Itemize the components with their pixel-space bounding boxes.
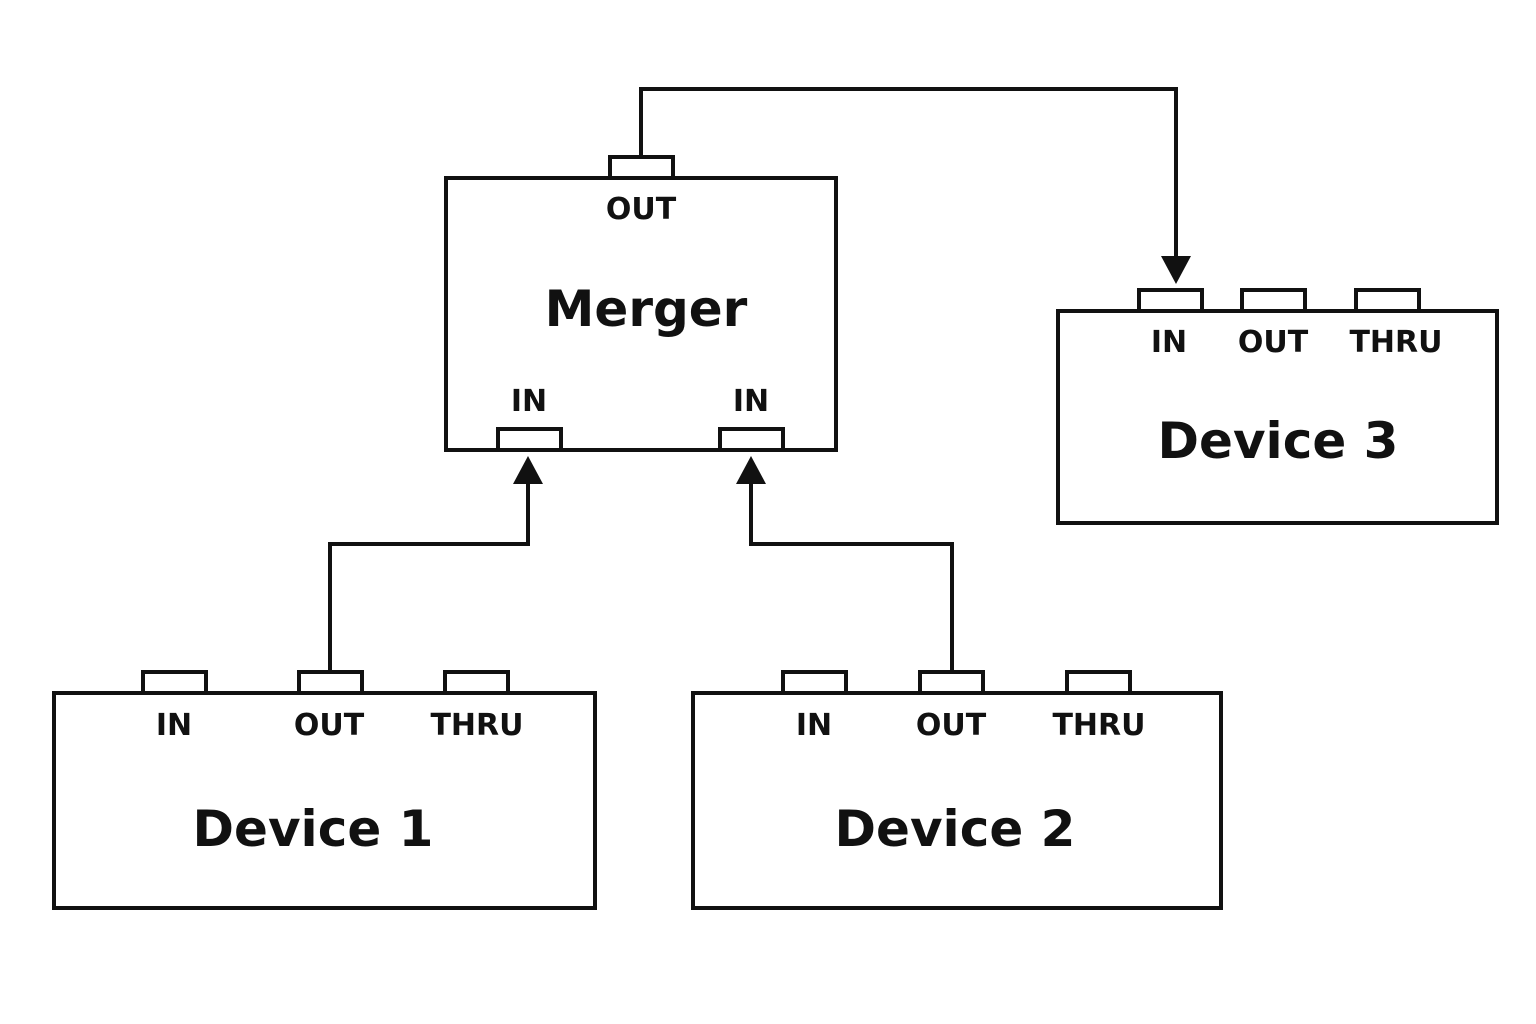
device3-body	[1056, 309, 1499, 525]
device3-out-jack	[1240, 288, 1307, 313]
device3-out-label: OUT	[1238, 325, 1309, 360]
device1-out-jack	[297, 670, 364, 695]
device2-out-jack	[918, 670, 985, 695]
device1-thru-jack	[443, 670, 510, 695]
device1-out-label: OUT	[294, 708, 365, 743]
merger-body	[444, 176, 838, 452]
device-1-box: IN OUT THRU Device 1	[52, 670, 597, 910]
device2-thru-label: THRU	[1052, 708, 1145, 743]
device1-body	[52, 691, 597, 910]
device-3-box: IN OUT THRU Device 3	[1056, 288, 1499, 525]
device-2-box: IN OUT THRU Device 2	[691, 670, 1223, 910]
wire-merger-out-to-device3-in	[639, 87, 1178, 258]
device3-thru-label: THRU	[1349, 325, 1442, 360]
merger-out-jack	[608, 155, 675, 180]
merger-out-label: OUT	[606, 192, 677, 227]
wire-device1-out-to-merger-in1	[328, 482, 530, 672]
merger-in1-jack	[496, 427, 563, 452]
device3-thru-jack	[1354, 288, 1421, 313]
device2-thru-jack	[1065, 670, 1132, 695]
device3-in-jack	[1137, 288, 1204, 313]
merger-in2-jack	[718, 427, 785, 452]
device2-in-label: IN	[796, 708, 832, 743]
merger-in1-label: IN	[511, 384, 547, 419]
merger-box: OUT Merger IN IN	[444, 155, 838, 452]
merger-title: Merger	[545, 280, 748, 338]
device2-title: Device 2	[835, 800, 1076, 858]
device1-in-label: IN	[156, 708, 192, 743]
device3-in-label: IN	[1151, 325, 1187, 360]
device3-title: Device 3	[1158, 412, 1399, 470]
device2-body	[691, 691, 1223, 910]
merger-in2-label: IN	[733, 384, 769, 419]
device1-in-jack	[141, 670, 208, 695]
device2-out-label: OUT	[916, 708, 987, 743]
device1-thru-label: THRU	[430, 708, 523, 743]
device1-title: Device 1	[193, 800, 434, 858]
wire-device2-out-to-merger-in2	[749, 482, 954, 672]
arrow-into-merger-in1	[513, 456, 543, 484]
arrow-into-device3-in	[1161, 256, 1191, 284]
arrow-into-merger-in2	[736, 456, 766, 484]
connections	[328, 87, 1191, 672]
device2-in-jack	[781, 670, 848, 695]
